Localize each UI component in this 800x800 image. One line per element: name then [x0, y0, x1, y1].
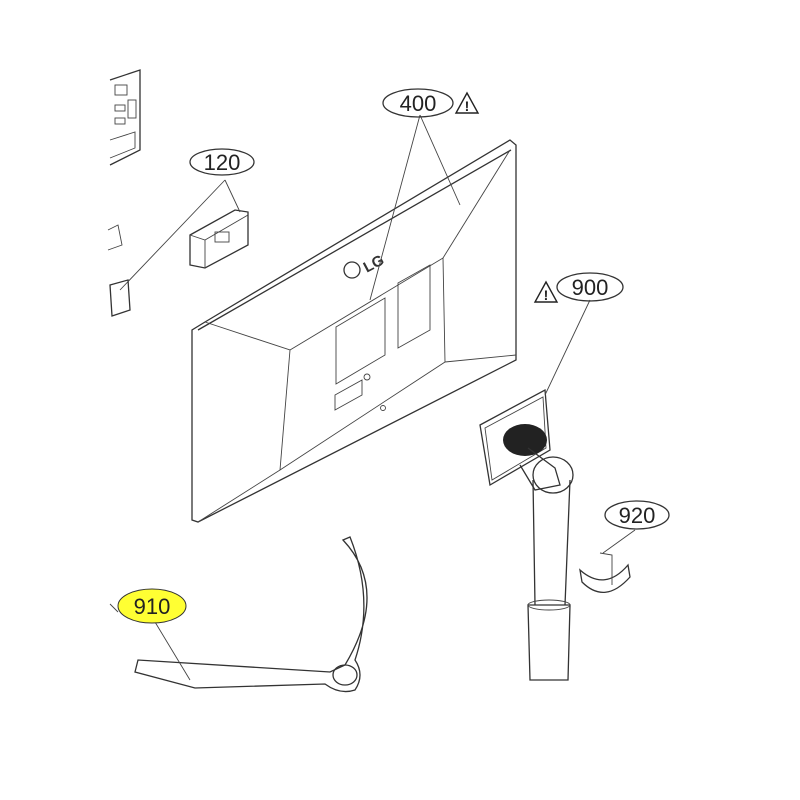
lg-logo: LG [343, 252, 387, 279]
callout-120: 120 [189, 148, 255, 176]
callout-label: 920 [619, 503, 656, 528]
leader-lines [109, 114, 636, 681]
callout-label: 120 [204, 150, 241, 175]
callout-label: 400 [400, 91, 437, 116]
warning-mark: ! [465, 98, 470, 114]
callout-910-highlighted: 910 [117, 588, 187, 624]
warning-mark: ! [544, 287, 549, 303]
callout-400: 400 ! [382, 88, 480, 118]
lg-logo-text: LG [361, 252, 387, 277]
warning-icon [533, 280, 559, 303]
stand-hinge [503, 424, 547, 456]
part-120-bracket [189, 209, 249, 269]
part-920-clip [579, 552, 631, 593]
callout-920: 920 [604, 500, 670, 530]
partial-board-part [107, 69, 141, 317]
warning-icon [454, 91, 480, 114]
callout-label: 910 [134, 594, 171, 619]
callout-900: 900 ! [533, 272, 624, 303]
part-910-base [134, 536, 368, 693]
part-900-stand [479, 388, 574, 681]
part-400-monitor-back: LG [191, 139, 517, 523]
callout-label: 900 [572, 275, 609, 300]
